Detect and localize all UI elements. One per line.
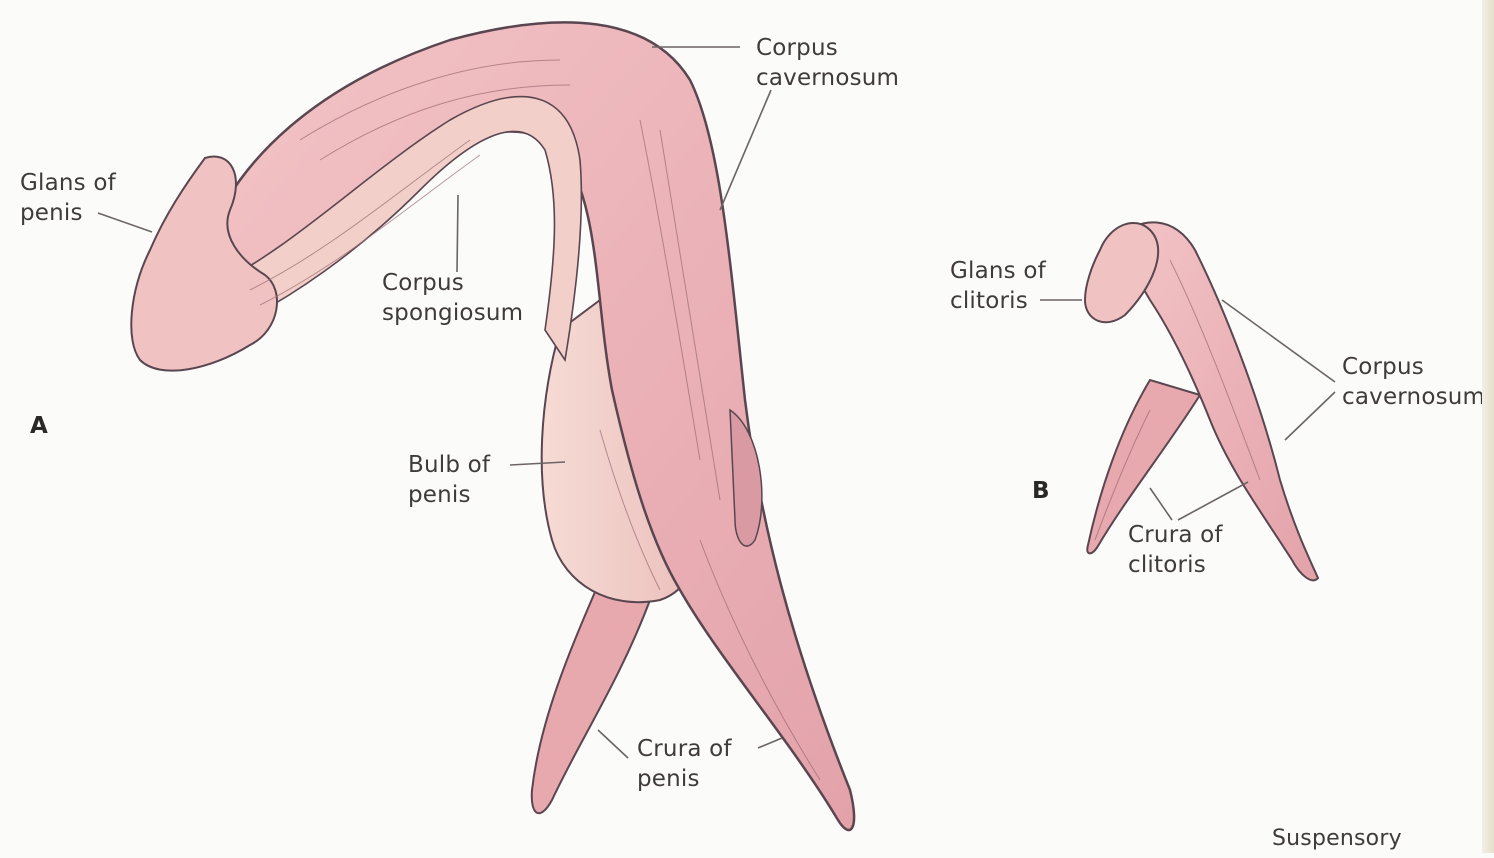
leader-crura-b1 xyxy=(1150,488,1172,520)
label-crura-penis-line1: Crura of xyxy=(637,734,732,764)
label-crura-clitoris-line2: clitoris xyxy=(1128,550,1223,580)
label-corpus-spongiosum-line2: spongiosum xyxy=(382,298,523,328)
leader-cavernosum-b2 xyxy=(1285,392,1335,440)
label-corpus-cavernosum-a-line1: Corpus xyxy=(756,33,899,63)
label-bulb-penis-line2: penis xyxy=(408,480,490,510)
label-bulb-penis-line1: Bulb of xyxy=(408,450,490,480)
footer-cut-off-label: Suspensory xyxy=(1272,824,1402,854)
leader-crura-b2 xyxy=(1178,482,1248,520)
label-crura-penis-line2: penis xyxy=(637,764,732,794)
label-corpus-cavernosum-b-line2: cavernosum xyxy=(1342,382,1485,412)
label-corpus-spongiosum-line1: Corpus xyxy=(382,268,523,298)
label-glans-penis: Glans of penis xyxy=(20,168,116,228)
leader-cavernosum-a2 xyxy=(720,90,771,210)
crus-left-shape xyxy=(532,585,650,813)
page-edge-strip xyxy=(1482,0,1494,853)
penis-illustration xyxy=(131,22,854,830)
label-glans-penis-line1: Glans of xyxy=(20,168,116,198)
corpus-cavernosum-a-shape xyxy=(205,22,854,830)
label-glans-clitoris-line2: clitoris xyxy=(950,286,1046,316)
label-corpus-cavernosum-b-line1: Corpus xyxy=(1342,352,1485,382)
label-glans-clitoris: Glans of clitoris xyxy=(950,256,1046,316)
label-glans-clitoris-line1: Glans of xyxy=(950,256,1046,286)
label-crura-clitoris-line1: Crura of xyxy=(1128,520,1223,550)
panel-label-b: B xyxy=(1032,478,1050,504)
label-corpus-spongiosum: Corpus spongiosum xyxy=(382,268,523,328)
leader-spongiosum-a xyxy=(457,195,458,272)
label-corpus-cavernosum-b: Corpus cavernosum xyxy=(1342,352,1485,412)
leader-crura-a2 xyxy=(758,738,782,748)
label-corpus-cavernosum-a-line2: cavernosum xyxy=(756,63,899,93)
panel-label-a: A xyxy=(30,413,48,439)
leader-crura-a1 xyxy=(598,730,628,758)
label-corpus-cavernosum-a: Corpus cavernosum xyxy=(756,33,899,93)
label-glans-penis-line2: penis xyxy=(20,198,116,228)
label-bulb-penis: Bulb of penis xyxy=(408,450,490,510)
label-crura-clitoris: Crura of clitoris xyxy=(1128,520,1223,580)
bulge-shape xyxy=(730,410,762,546)
label-crura-penis: Crura of penis xyxy=(637,734,732,794)
glans-clitoris-shape xyxy=(1085,223,1158,322)
